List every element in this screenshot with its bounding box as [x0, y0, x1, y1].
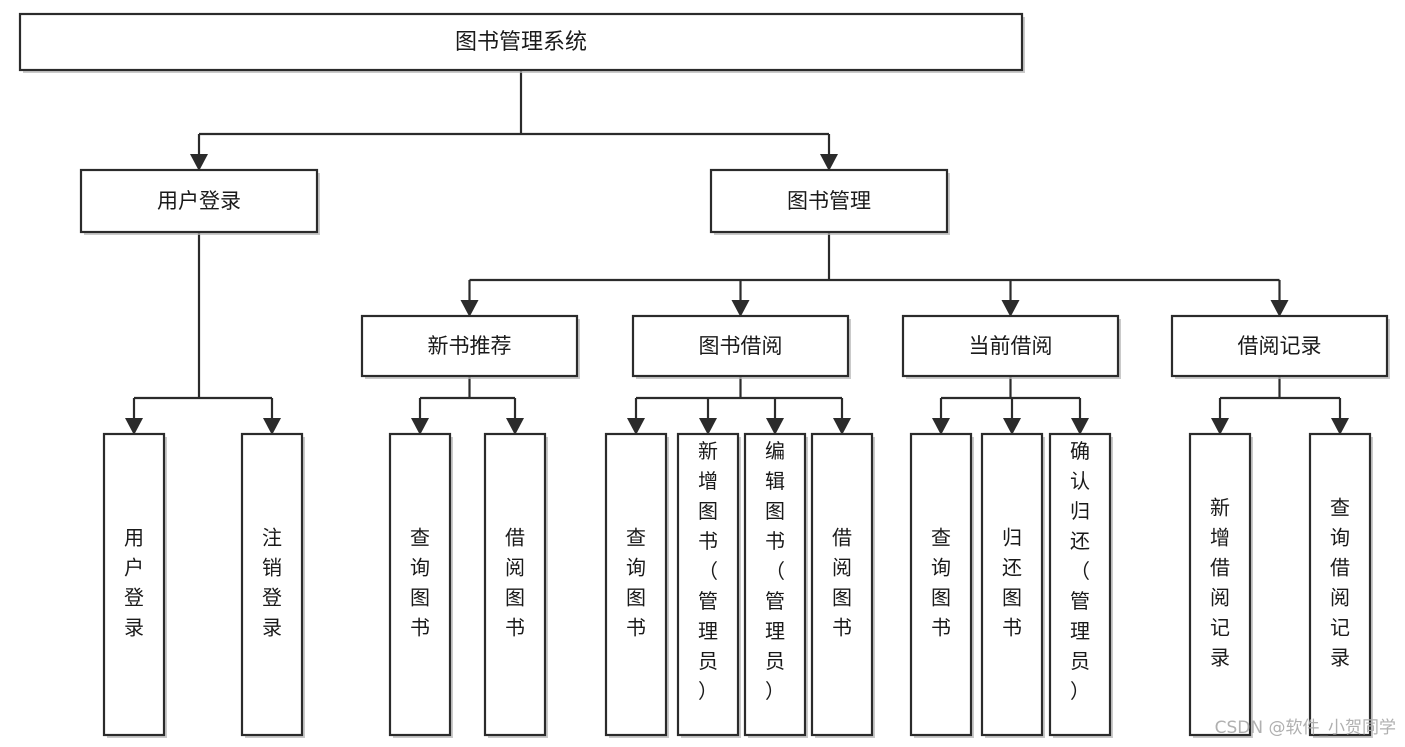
node-leaf-add-book[interactable]: 新增图书（管理员） — [676, 432, 741, 738]
arrow-head-icon — [263, 418, 281, 435]
arrow-head-icon — [627, 418, 645, 435]
node-leaf-query-book-3[interactable]: 查询图书 — [909, 432, 974, 738]
node-layer: 图书管理系统用户登录图书管理新书推荐图书借阅当前借阅借阅记录用户登录注销登录查询… — [18, 12, 1390, 738]
node-label: 归还图书 — [1002, 526, 1022, 640]
node-leaf-return-book[interactable]: 归还图书 — [980, 432, 1045, 738]
arrow-head-icon — [731, 300, 750, 317]
arrow-head-icon — [1270, 300, 1289, 317]
node-label: 注销登录 — [262, 526, 282, 640]
node-borrow-record[interactable]: 借阅记录 — [1170, 314, 1390, 379]
node-new-book-recommend[interactable]: 新书推荐 — [360, 314, 580, 379]
arrow-head-icon — [833, 418, 851, 435]
connector-group-current-borrow — [932, 376, 1089, 435]
node-label: 新增借阅记录 — [1210, 496, 1230, 670]
arrow-head-icon — [190, 154, 208, 171]
arrow-head-icon — [766, 418, 784, 435]
node-leaf-query-record[interactable]: 查询借阅记录 — [1308, 432, 1373, 738]
node-leaf-query-book-2[interactable]: 查询图书 — [604, 432, 669, 738]
node-label: 查询图书 — [410, 526, 430, 640]
node-root[interactable]: 图书管理系统 — [18, 12, 1025, 73]
node-label: 用户登录 — [157, 189, 241, 213]
arrow-head-icon — [411, 418, 429, 435]
arrow-head-icon — [932, 418, 950, 435]
edge-layer — [125, 70, 1349, 435]
node-leaf-borrow-book-1[interactable]: 借阅图书 — [483, 432, 548, 738]
node-label: 图书管理 — [787, 189, 871, 213]
node-label: 查询借阅记录 — [1330, 496, 1350, 670]
node-label: 新书推荐 — [428, 334, 512, 358]
node-label: 借阅图书 — [832, 526, 852, 640]
node-label: 新增图书（管理员） — [698, 439, 718, 703]
node-leaf-add-record[interactable]: 新增借阅记录 — [1188, 432, 1253, 738]
connector-group-book-borrow — [627, 376, 851, 435]
connector-group-root — [190, 70, 838, 171]
node-label: 查询图书 — [931, 526, 951, 640]
node-label: 编辑图书（管理员） — [765, 439, 785, 703]
connector-group-book-manage — [460, 232, 1289, 317]
node-leaf-borrow-book-2[interactable]: 借阅图书 — [810, 432, 875, 738]
node-label: 查询图书 — [626, 526, 646, 640]
node-label: 借阅图书 — [505, 526, 525, 640]
node-user-login[interactable]: 用户登录 — [79, 168, 320, 235]
node-book-manage[interactable]: 图书管理 — [709, 168, 950, 235]
node-label: 图书借阅 — [699, 334, 783, 358]
node-book-borrow[interactable]: 图书借阅 — [631, 314, 851, 379]
node-current-borrow[interactable]: 当前借阅 — [901, 314, 1121, 379]
node-leaf-query-book-1[interactable]: 查询图书 — [388, 432, 453, 738]
node-label: 借阅记录 — [1238, 334, 1322, 358]
arrow-head-icon — [820, 154, 838, 171]
arrow-head-icon — [1003, 418, 1021, 435]
node-label: 用户登录 — [124, 526, 144, 640]
node-leaf-user-login[interactable]: 用户登录 — [102, 432, 167, 738]
arrow-head-icon — [1211, 418, 1229, 435]
arrow-head-icon — [506, 418, 524, 435]
node-leaf-edit-book[interactable]: 编辑图书（管理员） — [743, 432, 808, 738]
arrow-head-icon — [699, 418, 717, 435]
arrow-head-icon — [1001, 300, 1020, 317]
arrow-head-icon — [1331, 418, 1349, 435]
node-label: 确认归还（管理员） — [1070, 439, 1090, 703]
connector-group-new-book-recommend — [411, 376, 524, 435]
node-label: 图书管理系统 — [455, 30, 587, 55]
node-leaf-logout[interactable]: 注销登录 — [240, 432, 305, 738]
arrow-head-icon — [460, 300, 479, 317]
connector-group-user-login — [125, 232, 281, 435]
watermark-layer: CSDN @软件_小贺同学 — [1215, 718, 1396, 738]
csdn-watermark: CSDN @软件_小贺同学 — [1215, 718, 1396, 738]
arrow-head-icon — [125, 418, 143, 435]
node-leaf-confirm-return[interactable]: 确认归还（管理员） — [1048, 432, 1113, 738]
connector-group-borrow-record — [1211, 376, 1349, 435]
arrow-head-icon — [1071, 418, 1089, 435]
node-label: 当前借阅 — [969, 334, 1053, 358]
